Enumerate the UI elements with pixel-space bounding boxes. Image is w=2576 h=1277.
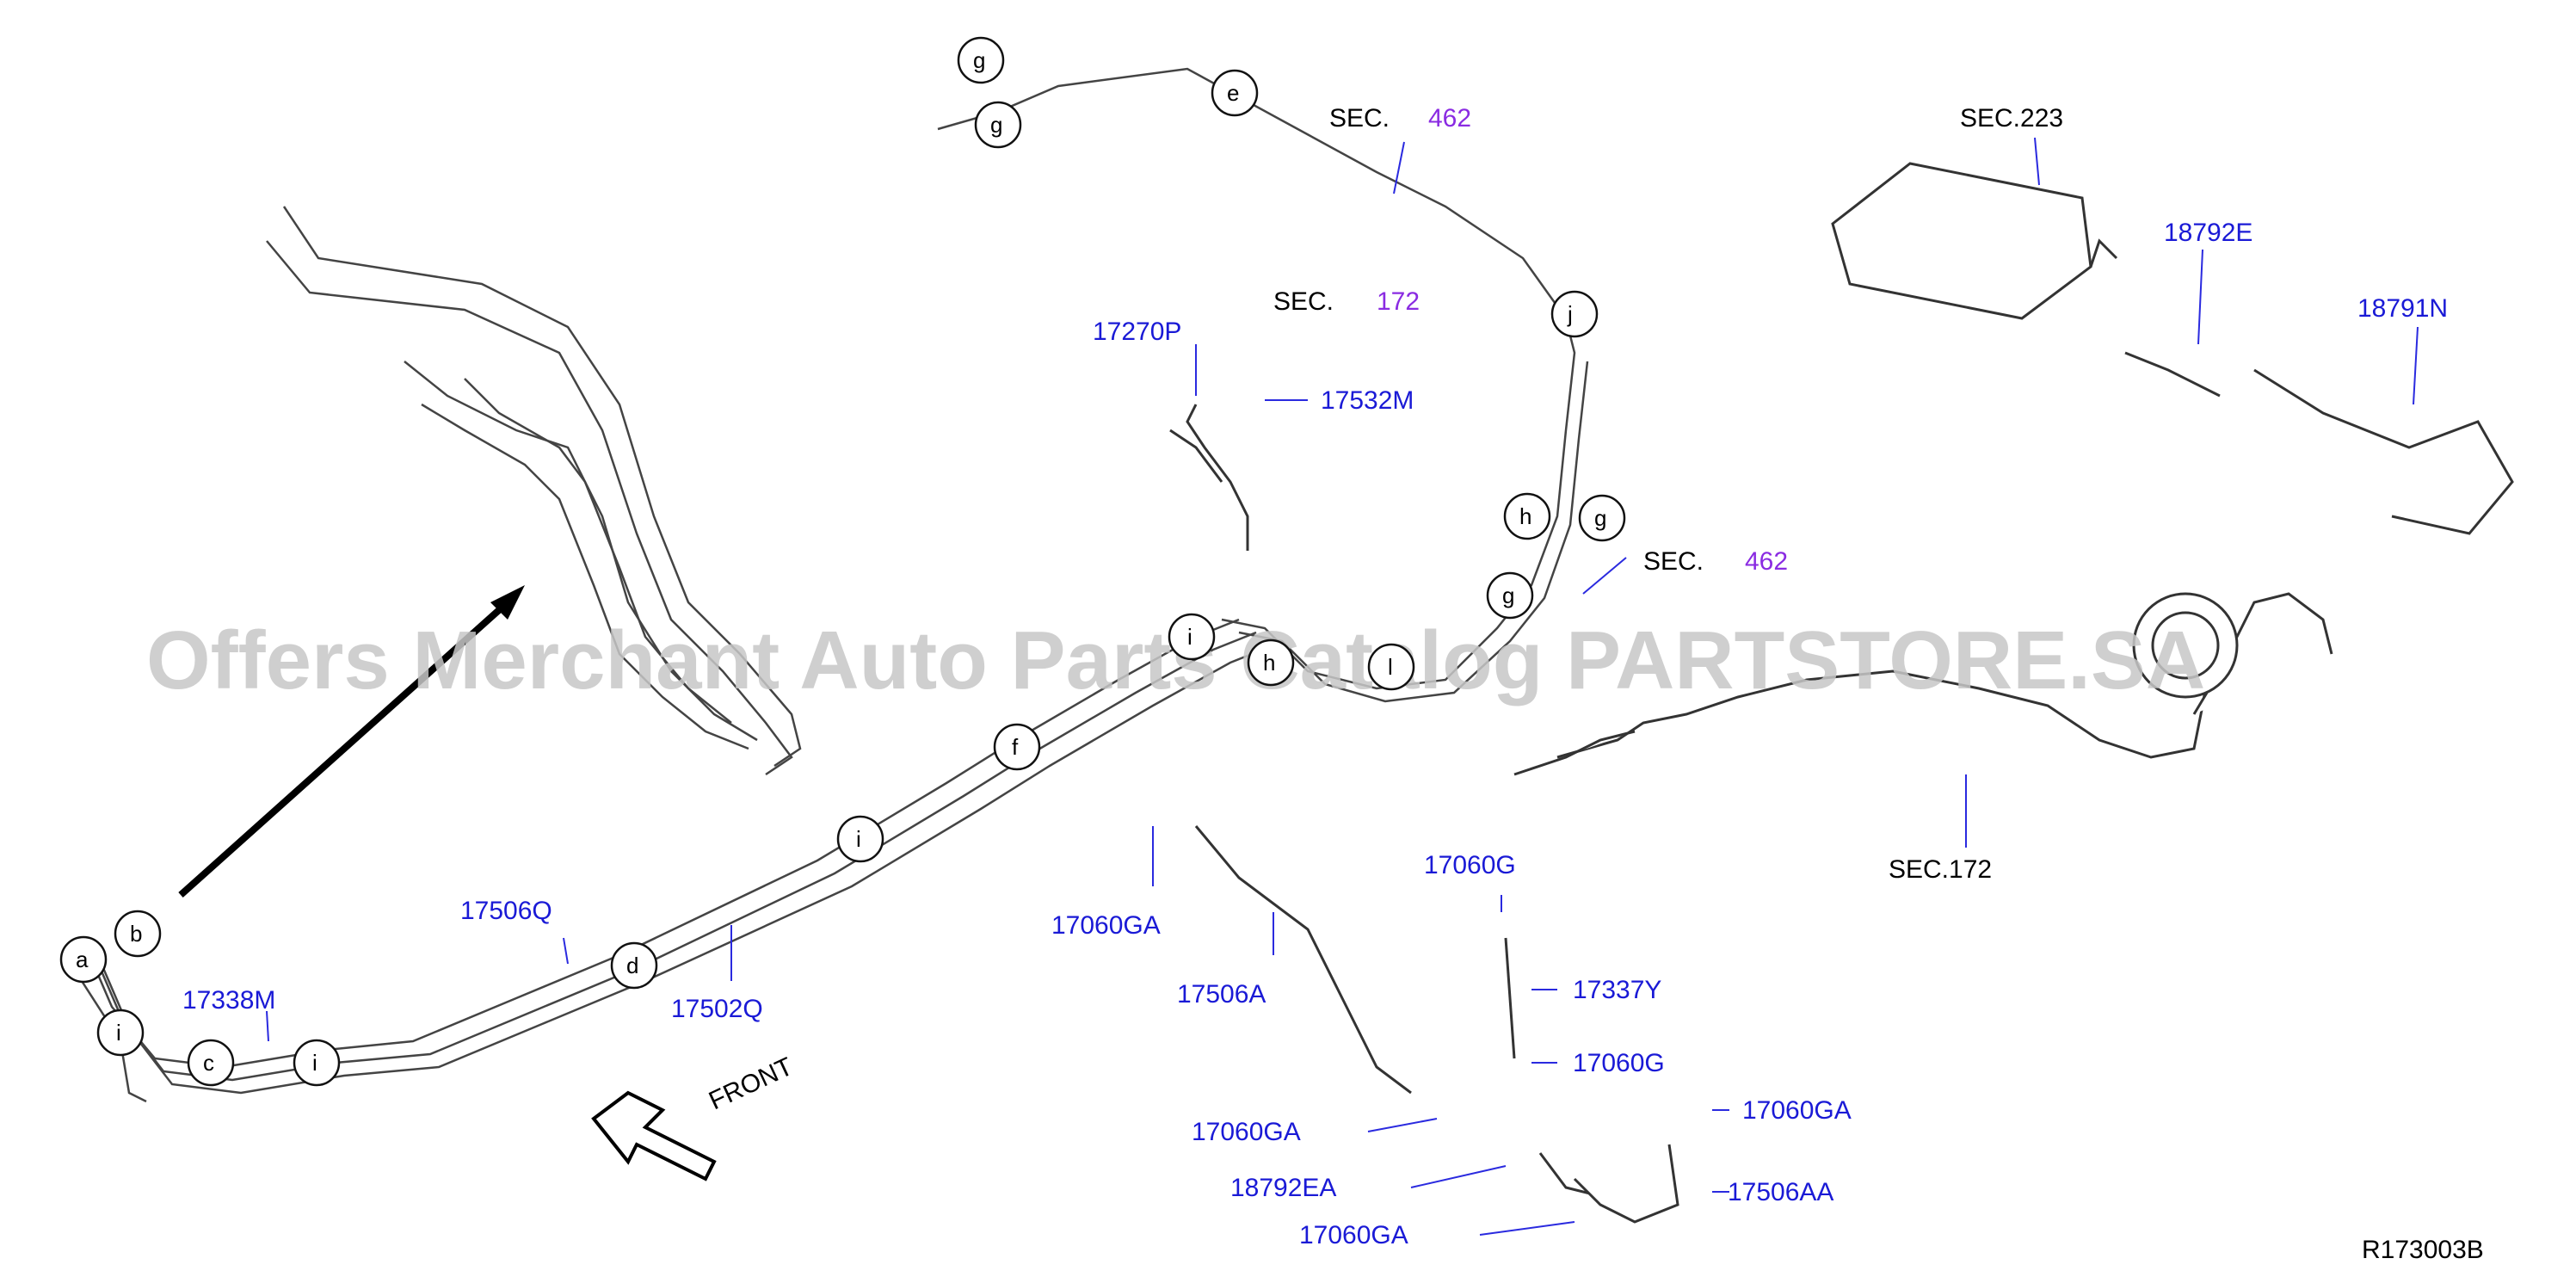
sec-172-prefix: SEC. — [1273, 287, 1334, 316]
part-17506AA[interactable]: 17506AA — [1728, 1178, 1833, 1206]
callout-lines — [266, 137, 2419, 1236]
sec-172-num[interactable]: 172 — [1377, 287, 1420, 316]
connector-a: a — [59, 935, 108, 984]
connector-d: d — [610, 941, 658, 990]
hose-group — [1169, 162, 2514, 1224]
sec-462-mid-prefix: SEC. — [1643, 547, 1704, 576]
svg-text:d: d — [626, 953, 638, 978]
part-17270P[interactable]: 17270P — [1093, 318, 1181, 346]
diagram-id: R173003B — [2362, 1236, 2484, 1264]
part-labels: 17270P 17532M 18792E 18791N 17506Q 17338… — [182, 219, 2448, 1249]
connector-l: l — [1367, 643, 1415, 691]
svg-text:i: i — [312, 1050, 317, 1076]
part-17338M[interactable]: 17338M — [182, 986, 275, 1015]
connector-e: e — [1211, 69, 1259, 117]
connector-i1: i — [1168, 613, 1216, 661]
part-17060GA-3[interactable]: 17060GA — [1192, 1118, 1301, 1146]
svg-text:a: a — [76, 947, 89, 972]
svg-text:f: f — [1012, 734, 1019, 760]
part-17060G-1[interactable]: 17060G — [1424, 851, 1516, 879]
part-17060G-2[interactable]: 17060G — [1573, 1049, 1665, 1077]
svg-text:g: g — [1594, 505, 1606, 531]
sec-172-bottom-label: SEC.172 — [1889, 855, 1992, 884]
connector-g3: g — [1578, 494, 1626, 542]
connector-g4: g — [1486, 571, 1534, 620]
front-arrow-icon — [591, 1090, 717, 1181]
connector-f: f — [993, 723, 1041, 771]
svg-text:g: g — [973, 47, 985, 73]
front-direction-arrow-group — [178, 585, 717, 1181]
part-17337Y[interactable]: 17337Y — [1573, 976, 1661, 1004]
svg-text:i: i — [116, 1020, 121, 1046]
connector-g1: g — [957, 36, 1005, 84]
part-17060GA-2[interactable]: 17060GA — [1742, 1096, 1852, 1125]
svg-text:i: i — [856, 826, 861, 852]
part-17532M[interactable]: 17532M — [1321, 386, 1414, 415]
svg-text:b: b — [130, 921, 142, 947]
connector-b: b — [114, 910, 162, 958]
connector-i2: i — [836, 815, 884, 863]
part-17506A[interactable]: 17506A — [1177, 980, 1266, 1009]
part-17060GA-1[interactable]: 17060GA — [1051, 911, 1161, 940]
svg-text:h: h — [1263, 650, 1275, 676]
connector-circles: g g e j h g g i h l f i d b a i c i — [59, 36, 1626, 1087]
connector-i4: i — [293, 1039, 341, 1087]
connector-h2: h — [1247, 638, 1295, 687]
connector-h1: h — [1503, 492, 1551, 540]
svg-text:g: g — [990, 112, 1002, 138]
connector-i3: i — [96, 1009, 145, 1057]
svg-text:g: g — [1502, 583, 1514, 608]
main-tube-bundle — [80, 67, 1589, 1103]
svg-text:e: e — [1227, 80, 1239, 106]
part-17506Q[interactable]: 17506Q — [460, 897, 552, 925]
svg-text:j: j — [1567, 301, 1573, 327]
part-17060GA-4[interactable]: 17060GA — [1299, 1221, 1408, 1249]
sec-462-mid-num[interactable]: 462 — [1745, 547, 1788, 576]
part-18791N[interactable]: 18791N — [2357, 294, 2448, 323]
connector-c: c — [187, 1039, 235, 1087]
svg-text:i: i — [1187, 624, 1192, 650]
part-18792EA[interactable]: 18792EA — [1230, 1174, 1336, 1202]
svg-text:h: h — [1519, 503, 1531, 529]
sec-462-top-prefix: SEC. — [1329, 104, 1390, 133]
front-label: FRONT — [705, 1052, 798, 1116]
section-labels: SEC. 462 SEC. 172 SEC. 462 SEC.223 SEC.1… — [1273, 104, 2063, 884]
part-18792E[interactable]: 18792E — [2164, 219, 2252, 247]
sec-223-label: SEC.223 — [1960, 104, 2063, 133]
connector-g2: g — [974, 101, 1022, 149]
svg-text:c: c — [203, 1050, 214, 1076]
svg-text:l: l — [1388, 654, 1393, 680]
part-17502Q[interactable]: 17502Q — [671, 995, 763, 1023]
connector-j: j — [1550, 290, 1599, 338]
sec-462-top-num[interactable]: 462 — [1428, 104, 1471, 133]
